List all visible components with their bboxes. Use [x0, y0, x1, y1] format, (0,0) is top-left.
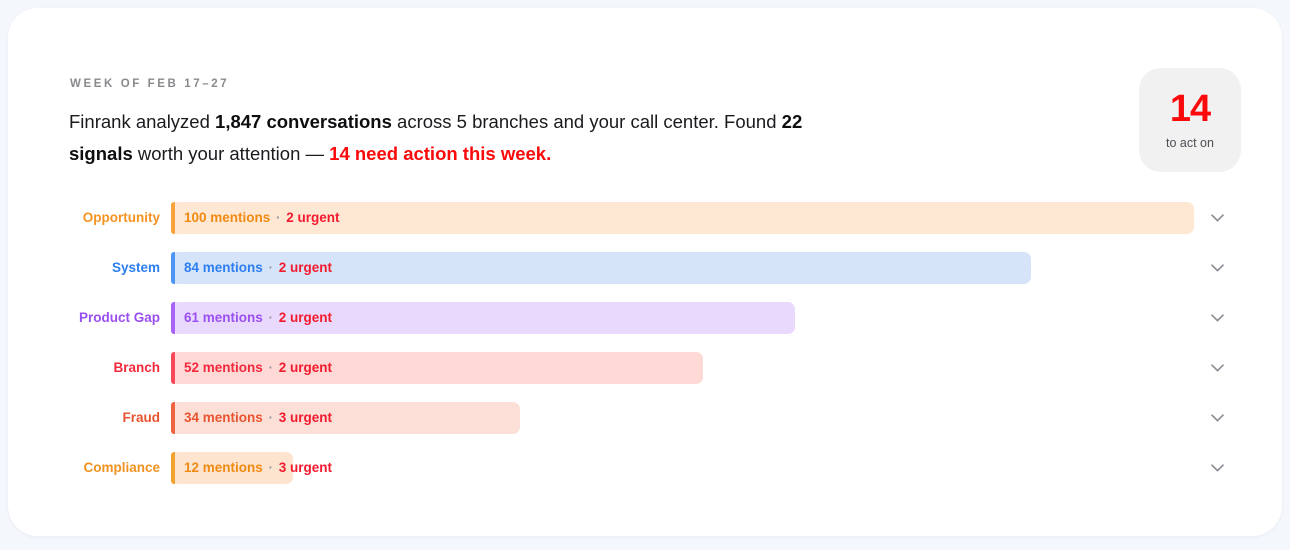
signal-urgent-count: 2 urgent [278, 360, 333, 375]
signal-mentions-count: 34 mentions [184, 410, 263, 425]
signal-mentions-count: 52 mentions [184, 360, 263, 375]
signal-mentions-count: 100 mentions [184, 210, 271, 225]
summary-headline: Finrank analyzed 1,847 conversations acr… [69, 106, 829, 170]
chevron-down-icon[interactable] [1207, 352, 1227, 384]
chevron-down-icon[interactable] [1207, 452, 1227, 484]
signal-row[interactable]: Product Gap 61 mentions · 2 urgent [8, 302, 1282, 352]
badge-count: 14 [1169, 88, 1211, 130]
signal-bar-accent [171, 302, 175, 334]
signal-row-label: Opportunity [82, 210, 160, 225]
signal-separator: · [264, 310, 277, 325]
signal-urgent-count: 2 urgent [286, 210, 340, 225]
chevron-down-icon[interactable] [1207, 302, 1227, 334]
signal-bar[interactable] [171, 302, 795, 334]
headline-seg-2: across 5 branches and your call center. … [391, 111, 782, 132]
signal-bar[interactable] [171, 452, 293, 484]
signal-bar[interactable] [171, 352, 703, 384]
headline-action-alert: 14 need action this week. [329, 143, 552, 164]
signal-bar-text: 84 mentions · 2 urgent [184, 252, 332, 284]
signal-mentions-count: 61 mentions [184, 310, 263, 325]
to-act-on-badge[interactable]: 14 to act on [1139, 68, 1241, 172]
signal-separator: · [264, 260, 277, 275]
insight-card: WEEK OF FEB 17–27 Finrank analyzed 1,847… [8, 8, 1282, 536]
signal-bar-track: 84 mentions · 2 urgent [171, 252, 1201, 284]
signal-mentions-count: 84 mentions [184, 260, 263, 275]
signal-row[interactable]: Fraud 34 mentions · 3 urgent [8, 402, 1282, 452]
chevron-down-icon[interactable] [1207, 252, 1227, 284]
signal-row-label: Compliance [83, 460, 160, 475]
signal-bar-track: 61 mentions · 2 urgent [171, 302, 1201, 334]
signal-row[interactable]: Opportunity 100 mentions · 2 urgent [8, 202, 1282, 252]
week-range-eyebrow: WEEK OF FEB 17–27 [70, 78, 230, 90]
signal-row-label: Product Gap [78, 310, 160, 325]
signal-bar-accent [171, 202, 175, 234]
signal-bar-text: 52 mentions · 2 urgent [184, 352, 332, 384]
badge-caption: to act on [1166, 136, 1214, 150]
signal-bar-text: 61 mentions · 2 urgent [184, 302, 332, 334]
headline-seg-3: worth your attention — [132, 143, 330, 164]
headline-signals-count: 22 signals [69, 111, 803, 164]
signal-bar-track: 34 mentions · 3 urgent [171, 402, 1201, 434]
signal-separator: · [264, 360, 277, 375]
signal-urgent-count: 3 urgent [278, 410, 333, 425]
signal-separator: · [272, 210, 285, 225]
signal-separator: · [264, 460, 277, 475]
signal-urgent-count: 2 urgent [278, 310, 333, 325]
chevron-down-icon[interactable] [1207, 202, 1227, 234]
signal-bar-accent [171, 452, 175, 484]
signal-row[interactable]: Compliance 12 mentions · 3 urgent [8, 452, 1282, 502]
signal-row-label: System [111, 260, 160, 275]
signal-separator: · [264, 410, 277, 425]
signal-row[interactable]: Branch 52 mentions · 2 urgent [8, 352, 1282, 402]
signal-bar-text: 12 mentions · 3 urgent [184, 452, 332, 484]
signal-bar-track: 52 mentions · 2 urgent [171, 352, 1201, 384]
signal-row-label: Fraud [122, 410, 160, 425]
headline-seg-1: Finrank analyzed [69, 111, 216, 132]
signal-bar-accent [171, 252, 175, 284]
signal-urgent-count: 2 urgent [278, 260, 333, 275]
signal-bar-text: 100 mentions · 2 urgent [184, 202, 340, 234]
signal-bar-track: 100 mentions · 2 urgent [171, 202, 1201, 234]
headline-conversations-count: 1,847 conversations [215, 111, 392, 132]
chevron-down-icon[interactable] [1207, 402, 1227, 434]
signal-bar-accent [171, 352, 175, 384]
signal-bar[interactable] [171, 202, 1194, 234]
signal-bar[interactable] [171, 402, 520, 434]
signal-bar[interactable] [171, 252, 1031, 284]
signal-bar-track: 12 mentions · 3 urgent [171, 452, 1201, 484]
signal-bar-accent [171, 402, 175, 434]
signal-mentions-count: 12 mentions [184, 460, 263, 475]
signal-row[interactable]: System 84 mentions · 2 urgent [8, 252, 1282, 302]
signal-urgent-count: 3 urgent [278, 460, 333, 475]
signal-row-label: Branch [113, 360, 160, 375]
signal-bar-text: 34 mentions · 3 urgent [184, 402, 332, 434]
